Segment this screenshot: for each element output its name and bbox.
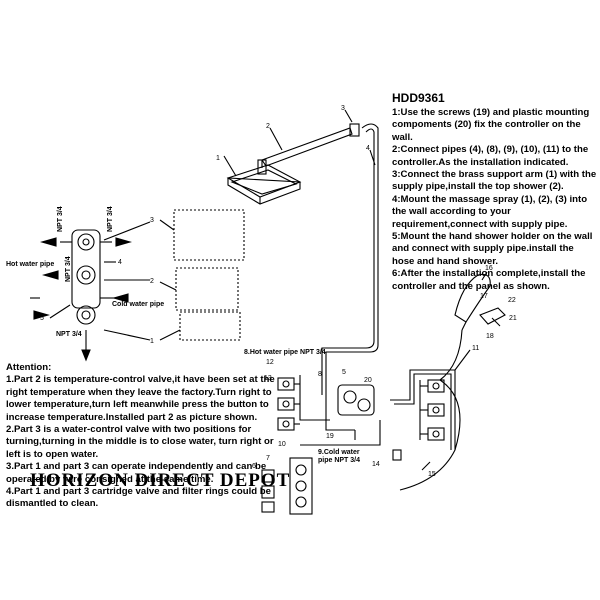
npt-label: NPT 3/4 [56, 331, 82, 338]
part-number: 4 [366, 145, 370, 152]
instruction-step: 1:Use the screws (19) and plastic mounti… [392, 107, 590, 143]
part-number: 11 [472, 345, 479, 352]
part-number: 17 [480, 293, 488, 300]
hose [399, 379, 461, 491]
part-number: 1 [216, 155, 220, 162]
model-number: HDD9361 [392, 91, 445, 105]
controller-assembly [299, 369, 456, 450]
part-number: 10 [278, 441, 286, 448]
body-sprays-right [419, 379, 445, 441]
cold-water-label: Cold water pipe [112, 301, 164, 308]
hand-shower-holder [479, 307, 506, 327]
instruction-step: 3:Connect the brass support arm (1) with… [392, 169, 597, 193]
part-number: 3 [341, 105, 345, 112]
rain-shower-head [226, 159, 302, 205]
part-number: 7 [266, 455, 270, 462]
part-number: 15 [428, 471, 436, 478]
attention-notes: Attention: 1.Part 2 is temperature-contr… [6, 362, 276, 511]
valve-callout: 1 [150, 338, 154, 345]
part-number: 2 [266, 123, 270, 130]
control-panel [289, 457, 313, 515]
attention-title: Attention: [6, 362, 52, 373]
hot-water-label: Hot water pipe [6, 261, 54, 268]
instruction-step: 2:Connect pipes (4), (8), (9), (10), (11… [392, 144, 589, 168]
attention-item: 2.Part 3 is a water-control valve with t… [6, 424, 274, 460]
instruction-step: 5:Mount the hand shower holder on the wa… [392, 231, 593, 267]
part-number: 14 [372, 461, 380, 468]
hand-shower [439, 273, 491, 381]
valve-schematic [30, 229, 133, 362]
attention-item: 3.Part 1 and part 3 can operate independ… [6, 461, 267, 485]
valve-callout: 3 [150, 217, 154, 224]
valve-callout: 4 [118, 259, 122, 266]
valve-callout: 5 [40, 315, 44, 322]
shower-arm [261, 127, 353, 168]
callout-lines [49, 109, 488, 471]
part-number: 12 [266, 359, 274, 366]
hose-outlet [392, 449, 402, 461]
supply-pipe [325, 123, 379, 395]
brand-watermark: HORIZON DIRECT DEPOT [30, 470, 291, 491]
cold-pipe-label: pipe NPT 3/4 [318, 457, 360, 464]
part-number: 16 [485, 265, 493, 272]
part-number: 5 [342, 369, 346, 376]
part-number: 13 [264, 375, 272, 382]
attention-item: 1.Part 2 is temperature-control valve,it… [6, 374, 275, 423]
body-sprays-left [277, 377, 300, 431]
installation-instructions: 1:Use the screws (19) and plastic mounti… [392, 107, 597, 293]
part-number: 22 [508, 297, 516, 304]
part-number: 18 [486, 333, 494, 340]
wall-flange [349, 123, 360, 137]
valve-position-details [173, 209, 245, 341]
diagram-labels: NPT 3/4 NPT 3/4 NPT 3/4 NPT 3/4 Hot wate… [6, 105, 517, 478]
attention-item: 4.Part 1 and part 3 cartridge valve and … [6, 486, 271, 510]
instruction-step: 6:After the installation complete,instal… [392, 268, 586, 292]
npt-label: NPT 3/4 [57, 206, 64, 232]
valve-callout: 2 [150, 278, 154, 285]
cold-pipe-label: 9.Cold water [318, 449, 360, 456]
handle-knobs [261, 469, 275, 513]
npt-label: NPT 3/4 [107, 206, 114, 232]
part-number: 20 [364, 377, 372, 384]
part-number: 19 [326, 433, 334, 440]
part-number: 6 [252, 463, 256, 470]
part-number: 8 [318, 371, 322, 378]
part-number: 21 [509, 315, 517, 322]
npt-label: NPT 3/4 [65, 256, 72, 282]
hot-pipe-label: 8.Hot water pipe NPT 3/4 [244, 349, 326, 356]
instruction-step: 4:Mount the massage spray (1), (2), (3) … [392, 193, 588, 230]
